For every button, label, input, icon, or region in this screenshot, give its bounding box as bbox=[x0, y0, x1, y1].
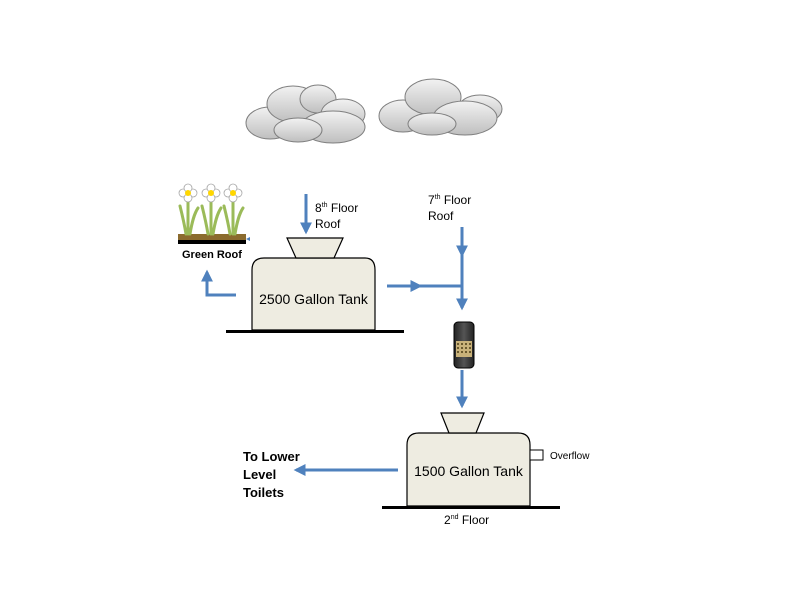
label-tank-1500: 1500 Gallon Tank bbox=[414, 463, 523, 479]
tank-1500-funnel bbox=[440, 412, 485, 434]
label-green-roof: Green Roof bbox=[182, 249, 242, 261]
tank-2500 bbox=[226, 237, 404, 333]
label-tank-2500: 2500 Gallon Tank bbox=[259, 291, 368, 307]
cloud-right-icon bbox=[378, 78, 503, 136]
tank-2500-funnel bbox=[286, 237, 344, 259]
tank-1500 bbox=[382, 412, 560, 509]
arrow-to-green-roof bbox=[201, 269, 236, 297]
label-8th-floor-roof: Roof bbox=[315, 217, 341, 231]
cloud-left-icon bbox=[245, 84, 366, 144]
label-8th-floor: 8th Floor bbox=[315, 201, 359, 215]
ground-line-lower bbox=[382, 506, 560, 509]
filter-icon bbox=[453, 321, 475, 369]
label-to-lower-1: To Lower bbox=[243, 449, 300, 464]
label-to-lower-2: Level bbox=[243, 467, 277, 482]
green-roof-icon bbox=[178, 183, 250, 244]
label-overflow: Overflow bbox=[550, 451, 590, 462]
overflow-outlet bbox=[529, 449, 544, 461]
ground-line-upper bbox=[226, 330, 404, 333]
label-to-lower-3: Toilets bbox=[243, 485, 284, 500]
label-7th-floor-roof: Roof bbox=[428, 209, 454, 223]
label-7th-floor: 7th Floor bbox=[428, 193, 472, 207]
label-2nd-floor: 2nd Floor bbox=[444, 513, 490, 527]
